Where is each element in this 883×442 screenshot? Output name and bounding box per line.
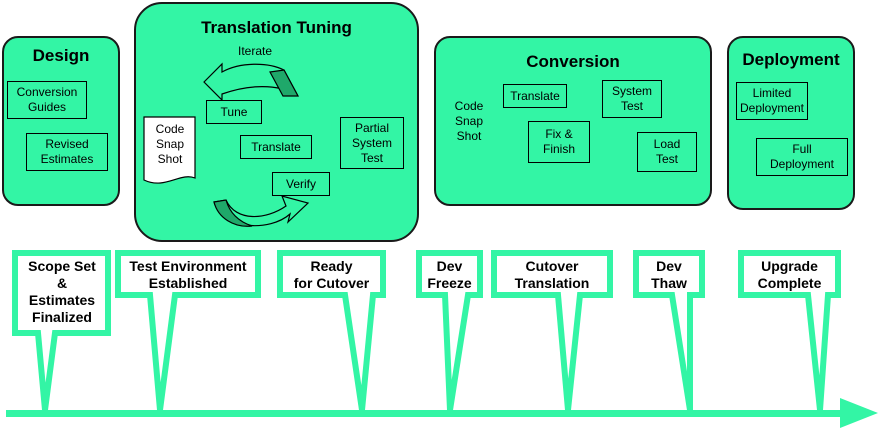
- milestone-callout-shape-1: [12, 250, 111, 411]
- conversion-system-test-box: System Test: [602, 80, 662, 118]
- deployment-full-box: Full Deployment: [756, 138, 848, 176]
- milestone-label-6: Dev Thaw: [651, 258, 687, 291]
- conversion-code-snapshot-label: Code Snap Shot: [454, 99, 484, 143]
- milestone-callout-shape-3: [277, 250, 386, 411]
- milestone-label-3: Ready for Cutover: [293, 258, 370, 291]
- milestone-label-1: Scope Set & Estimates Finalized: [28, 258, 96, 325]
- phase-title-conversion: Conversion: [526, 52, 620, 71]
- tuning-translate-box: Translate: [240, 135, 312, 159]
- tuning-partial-system-test-box: Partial System Test: [340, 117, 404, 169]
- deployment-limited-box: Limited Deployment: [736, 82, 808, 120]
- conversion-fix-finish-box: Fix & Finish: [528, 121, 590, 163]
- milestone-callout-shape-2: [115, 250, 261, 411]
- tuning-verify-box: Verify: [272, 172, 330, 196]
- milestone-label-2: Test Environment Established: [129, 258, 247, 291]
- conversion-load-test-box: Load Test: [637, 132, 697, 172]
- phase-title-design: Design: [32, 46, 90, 65]
- milestone-callout-shape-7: [738, 250, 841, 411]
- milestone-label-7: Upgrade Complete: [757, 258, 822, 291]
- tuning-iterate-label: Iterate: [237, 44, 273, 58]
- design-conversion-guides: Conversion Guides: [7, 81, 87, 119]
- tuning-tune-box: Tune: [206, 100, 262, 124]
- milestone-callout-shape-6: [633, 250, 705, 411]
- phase-title-deployment: Deployment: [742, 50, 840, 69]
- tuning-code-snapshot-label: Code Snap Shot: [155, 122, 185, 166]
- milestone-callout-shape-5: [491, 250, 613, 411]
- milestone-label-5: Cutover Translation: [514, 258, 590, 291]
- conversion-translate-box: Translate: [503, 84, 567, 108]
- milestone-callout-shape-4: [416, 250, 483, 411]
- phase-title-tuning: Translation Tuning: [201, 18, 352, 37]
- timeline-arrow: [6, 398, 878, 428]
- phase-deployment: Deployment: [727, 36, 855, 210]
- phase-design: Design: [2, 36, 120, 206]
- phase-conversion: Conversion: [434, 36, 712, 206]
- design-revised-estimates: Revised Estimates: [26, 133, 108, 171]
- milestone-label-4: Dev Freeze: [427, 258, 472, 291]
